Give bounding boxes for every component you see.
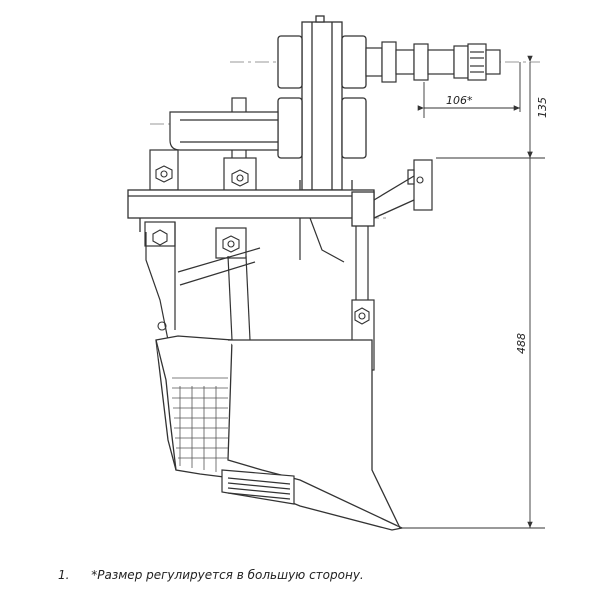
dimension-106: 106* bbox=[417, 62, 521, 118]
plough-body bbox=[155, 335, 405, 531]
hitch-link bbox=[169, 97, 279, 161]
dimension-135-label: 135 bbox=[536, 97, 549, 118]
dimension-106-label: 106* bbox=[446, 94, 473, 107]
footnote-text: *Размер регулируется в большую сторону. bbox=[91, 568, 364, 582]
cardan-shaft bbox=[365, 41, 501, 83]
share-blade bbox=[221, 469, 295, 505]
footnote: 1. *Размер регулируется в большую сторон… bbox=[58, 568, 364, 582]
nut-icons bbox=[152, 165, 424, 331]
top-mast bbox=[277, 15, 367, 191]
dimension-488-label: 488 bbox=[515, 333, 528, 354]
shin-hatching bbox=[172, 377, 228, 472]
footnote-number: 1. bbox=[58, 568, 70, 582]
lower-frame bbox=[145, 217, 369, 341]
cross-beam bbox=[127, 175, 415, 232]
dimension-135: 135 bbox=[436, 55, 549, 159]
dimension-488: 488 bbox=[402, 151, 545, 529]
